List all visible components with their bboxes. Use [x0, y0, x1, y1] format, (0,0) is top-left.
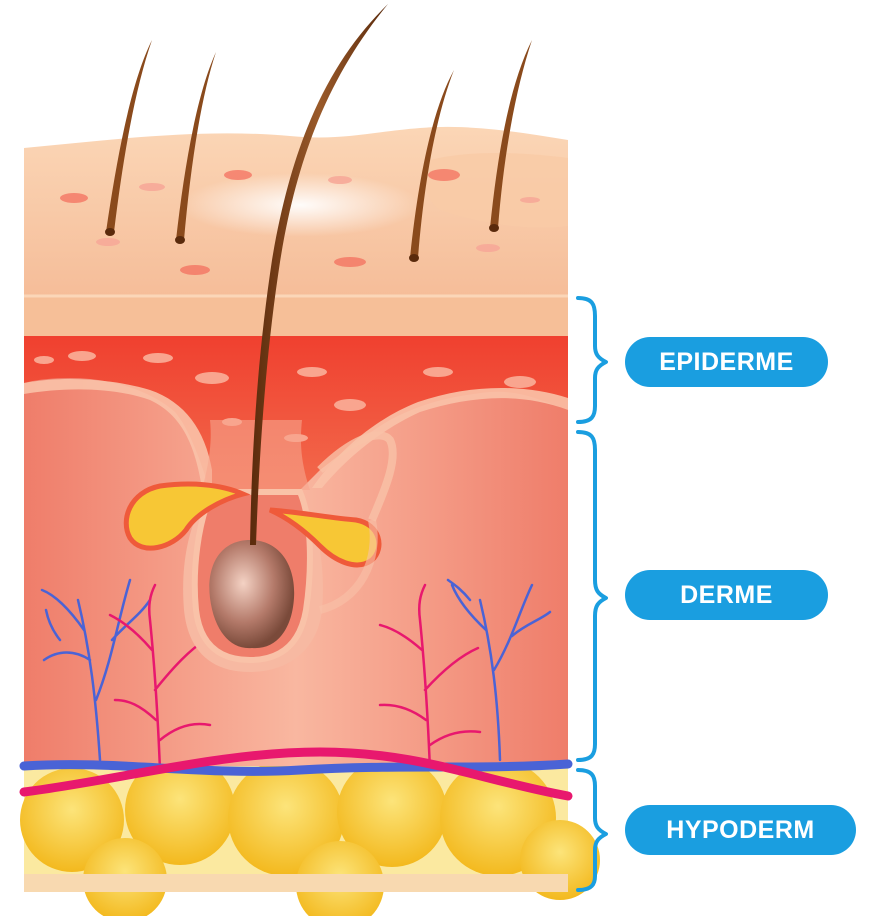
surface-spots	[60, 169, 540, 275]
arteries	[108, 583, 482, 772]
hair-2	[176, 52, 216, 240]
main-hair-shaft	[250, 4, 388, 545]
veins	[40, 578, 552, 762]
hair-1	[106, 40, 152, 232]
artery-main	[19, 747, 573, 801]
epiderme-label: EPIDERME	[625, 337, 828, 387]
hair-3	[410, 70, 454, 258]
hairs	[105, 4, 532, 545]
sebaceous-gland-left	[123, 481, 251, 551]
epidermis-layer	[24, 126, 568, 336]
blood-vessels	[19, 578, 573, 801]
bracket-derme	[576, 430, 608, 762]
hypoderm-label: HYPODERM	[625, 805, 856, 855]
vein-main	[19, 759, 573, 776]
hair-4	[490, 40, 532, 228]
derme-label: DERME	[625, 570, 828, 620]
bracket-hypoderm	[576, 768, 608, 892]
hypodermis-layer	[20, 755, 600, 916]
layer-brackets	[576, 296, 608, 892]
hair-bulb	[209, 540, 295, 649]
bracket-epiderme	[576, 296, 608, 424]
